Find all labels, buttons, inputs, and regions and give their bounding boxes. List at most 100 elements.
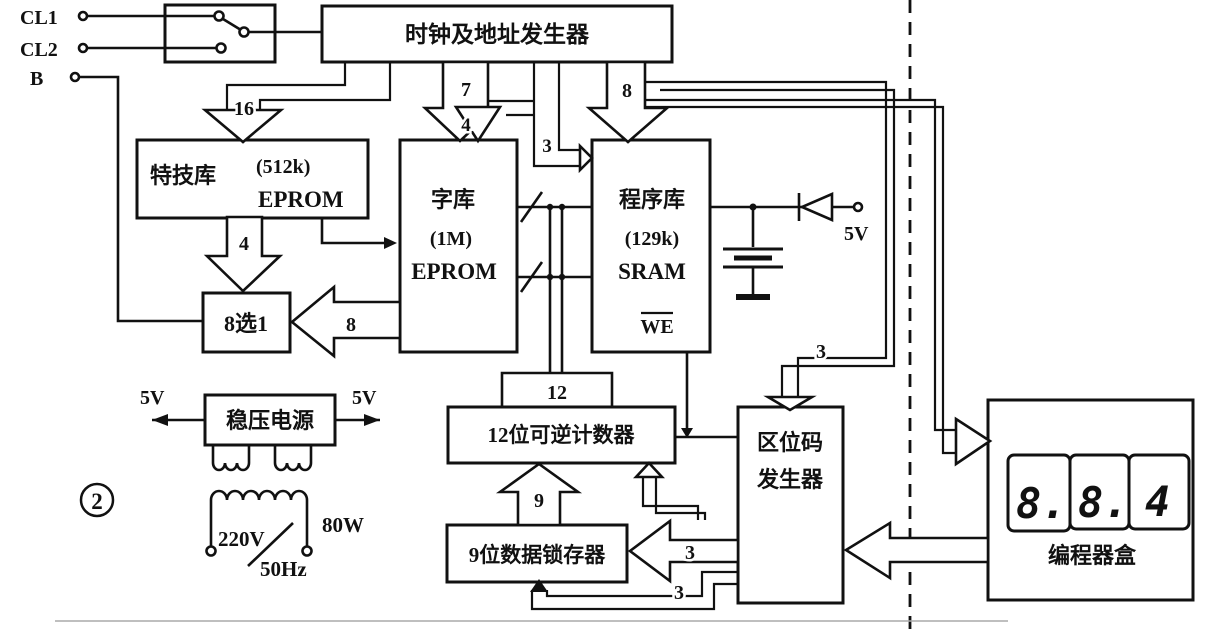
power-left-arrowhead (152, 414, 168, 426)
bus-slash-upper (519, 191, 544, 223)
bus4-font-label: 4 (461, 115, 471, 136)
b-label: B (30, 68, 43, 90)
arrow8-font-to-mux (289, 284, 402, 359)
arrow8-clock-to-sram (585, 60, 671, 144)
power-right-arrowhead (364, 414, 380, 426)
junction-dot (558, 273, 566, 281)
bus-slash-lower (519, 261, 544, 293)
mains-frequency-label: 50Hz (260, 557, 307, 581)
junction-dot (546, 273, 554, 281)
power-supply-label: 稳压电源 (226, 408, 314, 433)
programmer-input-arrowhead (954, 416, 993, 467)
display-digit-2: 8. (1078, 478, 1129, 527)
diode-5v-label: 5V (844, 223, 869, 245)
5v-terminal (852, 201, 864, 213)
switch-lever (222, 17, 242, 32)
latch-label: 9位数据锁存器 (469, 543, 606, 567)
effects-lib-name: 特技库 (150, 163, 216, 188)
digit-cell-3 (1127, 453, 1191, 531)
sram-side-arrowhead (578, 142, 594, 174)
cl1-label: CL1 (20, 7, 58, 29)
b-wire (79, 75, 203, 323)
secondary-coil-1 (211, 445, 251, 472)
arrow3-zone-to-latch (627, 518, 740, 584)
cl1-terminal (77, 10, 89, 22)
font-lib-size: (1M) (430, 228, 472, 250)
bus16-line2 (258, 62, 392, 110)
arrow-programmer-to-zone (843, 520, 990, 581)
zone-code-label-line2: 发生器 (756, 467, 824, 492)
latch-load-arrowhead (530, 579, 548, 592)
bus3-sram-label: 3 (542, 136, 552, 157)
effects-to-font-arrowhead (384, 237, 397, 249)
center-bus-wiring (470, 62, 594, 373)
bus12-label: 12 (547, 382, 567, 404)
clock-address-generator-box (320, 4, 674, 64)
arrow4-effects-to-mux (203, 215, 284, 293)
bus9-label: 9 (534, 490, 544, 512)
wattage-label: 80W (322, 513, 364, 537)
seven-segment-display (1006, 453, 1191, 533)
counter-box (446, 405, 677, 465)
program-library-box (590, 138, 712, 354)
arrow4-clock-to-font-head (453, 105, 503, 144)
junction-dot (558, 203, 566, 211)
we-wiring (675, 352, 738, 439)
diode (798, 192, 834, 222)
bus-to-zone-code-line1 (645, 80, 888, 398)
bus3-load-label: 3 (674, 582, 684, 604)
program-lib-chip: SRAM (618, 259, 686, 284)
secondary-coil-2 (273, 445, 313, 472)
battery-backup-circuit (710, 192, 864, 300)
power-5v-left-label: 5V (140, 387, 165, 409)
switch-contact-2 (215, 42, 227, 54)
effects-lib-chip: EPROM (258, 187, 344, 212)
effects-to-font-wire (320, 217, 386, 245)
lower-wiring (530, 461, 738, 611)
clock-to-sram-ribbon-line2 (557, 62, 580, 152)
programmer-label: 编程器盒 (1048, 543, 1137, 568)
switch-contact-1 (213, 10, 225, 22)
input-wiring (69, 10, 322, 323)
counter-bottom-arrowhead (633, 461, 665, 479)
mains-terminal-right (301, 545, 313, 557)
b-terminal (69, 71, 81, 83)
counter-label: 12位可逆计数器 (488, 423, 636, 447)
font-lib-chip: EPROM (411, 259, 497, 284)
zone-to-latch-load-line2 (530, 582, 738, 611)
bus7-label: 7 (461, 79, 471, 101)
program-lib-size: (129k) (625, 228, 679, 250)
figure-number-circle (79, 482, 115, 518)
display-digit-3: 4 (1145, 477, 1170, 526)
effects-lib-size: (512k) (256, 156, 310, 178)
arrow9-latch-to-counter (495, 462, 583, 527)
primary-coil (209, 489, 309, 501)
bus4-mux-label: 4 (239, 233, 249, 255)
power-5v-right-label: 5V (352, 387, 377, 409)
program-lib-name: 程序库 (619, 187, 685, 212)
we-label: WE (640, 316, 673, 338)
font-library-box (398, 138, 519, 354)
clock-to-sram-ribbon-line1 (532, 62, 580, 168)
mains-voltage-label: 220V (218, 527, 265, 551)
bus-to-zone-code-line2 (660, 88, 896, 398)
we-arrowhead (681, 428, 693, 438)
zone-to-counter-line2 (654, 477, 707, 520)
mux-label: 8选1 (224, 311, 268, 336)
bus16-line1 (225, 62, 347, 110)
cl2-terminal (77, 42, 89, 54)
effects-library-box (135, 138, 370, 220)
zone-code-top-arrowhead (763, 395, 817, 412)
bus3-latch-label: 3 (685, 542, 695, 564)
mux-8to1-box (201, 291, 292, 354)
font-lib-name: 字库 (431, 187, 475, 212)
zone-code-label-line1: 区位码 (757, 430, 823, 455)
arrow16-head (201, 108, 285, 144)
power-section (79, 414, 380, 567)
cl2-label: CL2 (20, 39, 58, 61)
bus8-mux-label: 8 (346, 314, 356, 336)
bus-to-programmer-line2 (645, 105, 956, 455)
right-bus-wiring (645, 80, 993, 467)
